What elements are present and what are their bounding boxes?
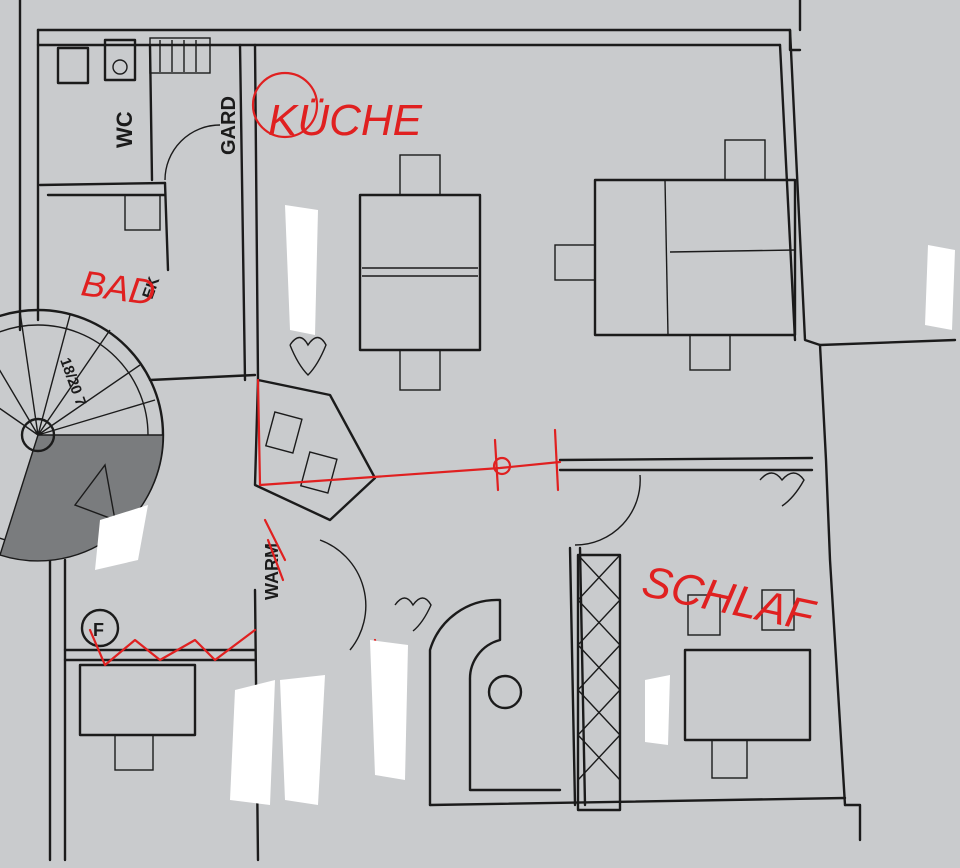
kitchen-furniture [358,139,797,391]
bath-fixtures [428,598,562,807]
annotation-circle [251,71,319,139]
washing-machine [103,38,137,82]
diagonal-block [253,378,377,522]
wc-area [56,37,221,231]
kitchen-annotation: KÜCHE [268,96,423,145]
chair [689,334,731,371]
floral-ornament-icon [289,336,805,632]
f-label: F [93,620,104,640]
chair [399,154,441,196]
ek-label: EK [140,274,164,301]
bedroom-furniture [683,589,812,779]
chair [399,349,441,391]
bath-annotation: BAD [79,262,158,313]
spiral-staircase: 18/20 7 [0,308,165,562]
wc-label: WC [112,111,137,148]
washbasin-icon [487,674,523,710]
chair [554,244,596,281]
lower-left-furniture [78,663,197,771]
door-swings [319,474,641,651]
toilet [56,46,90,85]
f-marker [80,608,120,648]
exterior-walls [18,0,957,862]
redaction-marks [95,205,955,805]
wardrobe [576,553,622,812]
gard-label: GARD [218,96,240,155]
annotation-zigzag [88,628,257,667]
warm-label: WARM [262,543,282,600]
annotation-line [256,378,562,487]
chair [724,139,766,181]
